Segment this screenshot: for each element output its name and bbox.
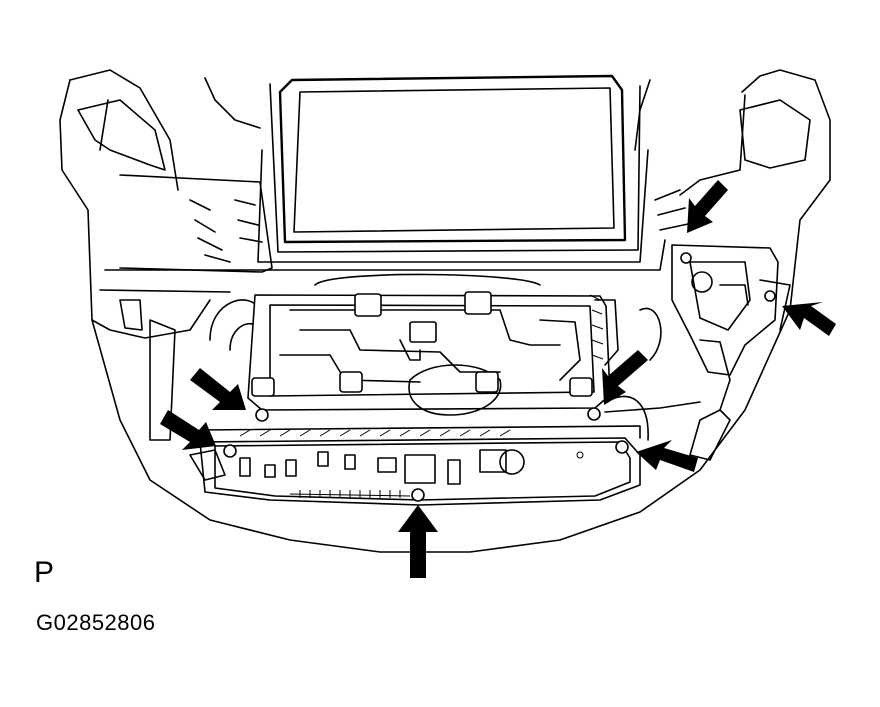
right-bracket: [671, 244, 791, 461]
display-screen: [257, 74, 649, 263]
arrow-center-right-screw: [602, 350, 648, 405]
screw-left-upper: [255, 408, 269, 422]
left-trim-ribs: [119, 199, 263, 441]
screw-left-lower: [223, 444, 237, 458]
screw-center-right: [587, 407, 601, 421]
lower-circuit-board: [189, 425, 641, 506]
upper-switch-board: [247, 273, 619, 416]
screw-bottom: [411, 488, 425, 502]
screw-bracket-top: [680, 252, 692, 264]
screw-right-lower: [615, 440, 629, 454]
right-trim-ribs: [654, 189, 689, 231]
arrow-bottom-screw: [398, 505, 438, 578]
screws: [223, 252, 776, 502]
screw-bracket-right: [764, 290, 776, 302]
arrow-upper-right-bracket: [687, 180, 728, 233]
arrow-left-upper-screw: [190, 368, 246, 410]
arrow-left-lower-screw: [160, 410, 216, 450]
wire-harness: [604, 395, 701, 441]
arrow-right-lower-screw: [636, 440, 698, 472]
view-label: P: [34, 556, 55, 589]
figure-id: G02852806: [36, 610, 156, 635]
arrow-right-bracket-screw: [782, 302, 836, 336]
dashboard-outline: [59, 69, 831, 553]
callout-arrows: [160, 180, 836, 578]
